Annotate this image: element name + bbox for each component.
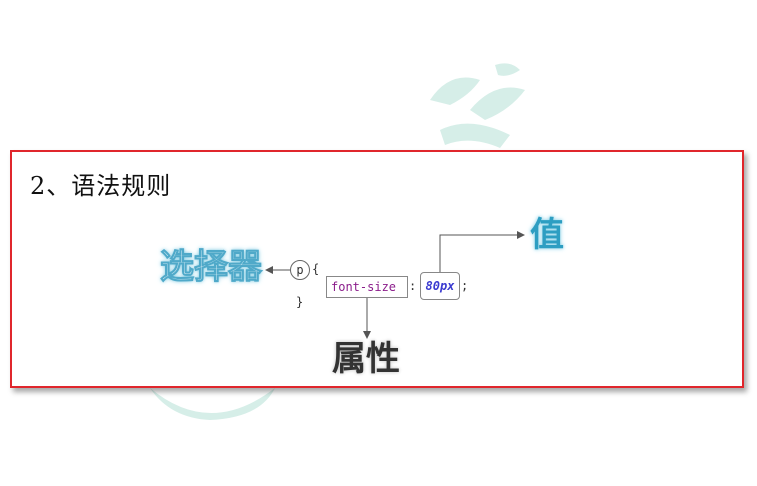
property-code: font-size [326,276,408,298]
selector-label: 选择器 [160,247,263,287]
colon: : [409,279,417,293]
watermark-bottom [150,388,275,420]
arrow-to-value [439,231,525,272]
value-label: 值 [530,215,564,255]
property-label: 属性 [332,339,400,379]
section-heading: 2、语法规则 [30,172,172,200]
syntax-rules-panel: 2、语法规则 选择器 值 属性 p { } font-size : 80px ; [10,150,744,388]
semicolon: ; [461,279,469,293]
selector-code: p [290,260,310,280]
watermark-top [430,63,525,148]
open-brace: { [312,262,320,276]
value-code: 80px [420,272,460,300]
close-brace: } [296,295,304,309]
